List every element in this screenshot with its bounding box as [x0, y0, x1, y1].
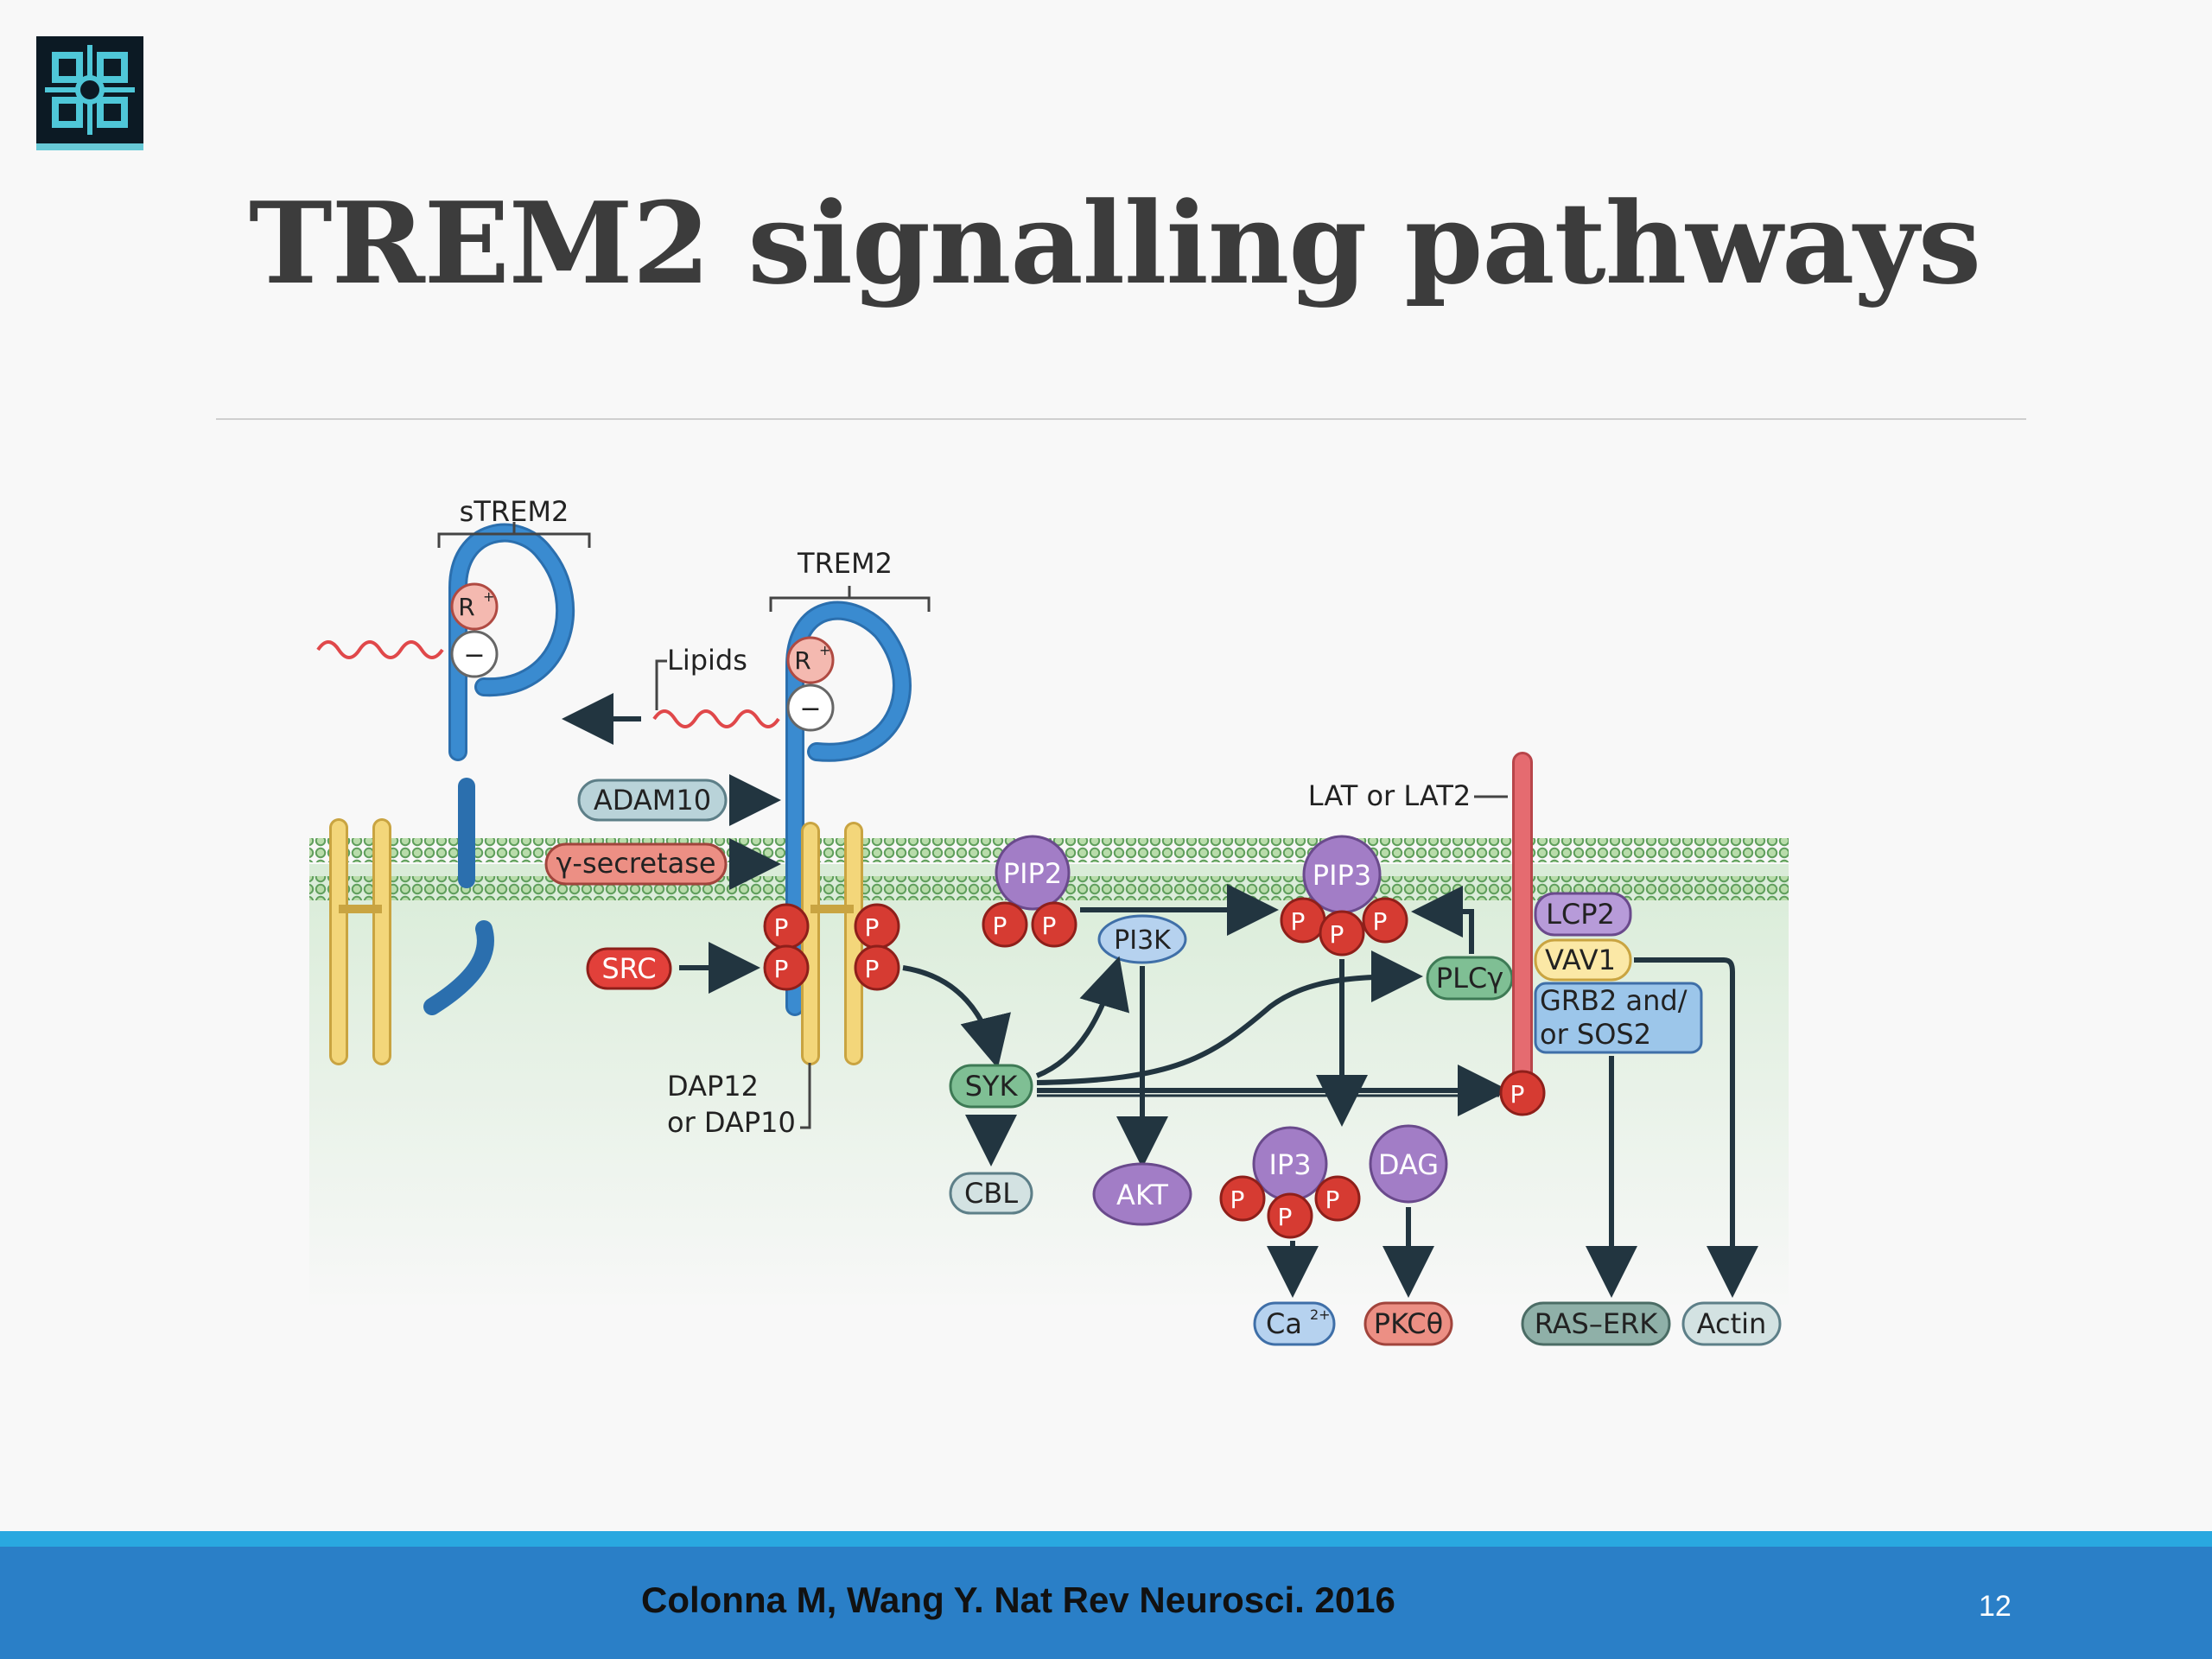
lat-label: LAT or LAT2: [1308, 779, 1471, 812]
grb2-label: GRB2 and/: [1540, 984, 1688, 1017]
strem2-receptor: [316, 522, 591, 1015]
phosphate-label: P: [1278, 1203, 1293, 1231]
pip2-node: [982, 835, 1077, 948]
src-label: SRC: [601, 952, 656, 985]
actin-node: [1681, 1301, 1782, 1346]
vav1-node: [1534, 938, 1632, 982]
pkc-label: PKCθ: [1374, 1307, 1443, 1340]
ip3-node: [1219, 1126, 1361, 1239]
adam10-node: [577, 779, 728, 822]
cbl-node: [949, 1172, 1033, 1215]
dap12-label: DAP12: [667, 1070, 759, 1103]
ca-charge: 2+: [1310, 1306, 1331, 1323]
phosphate-label: P: [1291, 907, 1306, 936]
dap-to-syk-arrow: [902, 965, 1011, 1069]
plcg-label: PLCγ: [1436, 962, 1503, 995]
citation: Colonna M, Wang Y. Nat Rev Neurosci. 201…: [641, 1580, 1395, 1620]
ca-label: Ca: [1266, 1307, 1302, 1340]
pkc-node: [1363, 1301, 1453, 1346]
plcg-to-pip3-arrow: [1411, 886, 1474, 954]
phosphate-label: P: [865, 955, 880, 983]
phosphate-label: P: [865, 913, 880, 942]
phosphate-label: P: [993, 912, 1007, 940]
syk-node: [949, 1064, 1033, 1109]
lcp2-label: LCP2: [1546, 898, 1615, 931]
sos2-label: or SOS2: [1540, 1018, 1651, 1051]
dap-phosphates: [763, 903, 900, 991]
ras-erk-node: [1521, 1301, 1671, 1346]
gamma-secretase-label: γ-secretase: [556, 847, 715, 880]
lcp2-node: [1534, 892, 1632, 937]
left-dap12-dimer: [329, 818, 391, 1065]
gamma-secretase-node: [544, 842, 728, 886]
trem2-minus: −: [799, 694, 821, 724]
pip3-label: PIP3: [1313, 859, 1371, 892]
strem2-minus: −: [463, 640, 485, 671]
syk-to-plcg-arrow: [1036, 950, 1423, 1085]
akt-node: [1092, 1162, 1192, 1226]
footer-bar: [0, 1547, 2212, 1659]
phosphate-label: P: [1325, 1185, 1340, 1214]
crest-logo-icon: [36, 36, 143, 150]
pi3k-label: PI3K: [1114, 925, 1172, 956]
phosphate-label: P: [1510, 1080, 1525, 1109]
ras-erk-label: RAS–ERK: [1535, 1307, 1659, 1340]
pip2-label: PIP2: [1003, 857, 1062, 890]
pi3k-node: [1097, 914, 1187, 964]
syk-to-pi3k-arrow: [1035, 956, 1130, 1078]
phosphate-label: P: [1330, 920, 1344, 949]
trem2-r-plus: +: [819, 642, 830, 658]
title-divider: [216, 418, 2026, 420]
phosphate-label: P: [1230, 1185, 1245, 1214]
phosphate-label: P: [1373, 907, 1388, 936]
src-node: [586, 947, 672, 990]
vav1-label: VAV1: [1545, 944, 1616, 976]
phosphate-label: P: [774, 913, 789, 942]
page-number: 12: [1979, 1590, 2012, 1623]
trem2-label: TREM2: [797, 547, 893, 580]
dap10-label: or DAP10: [667, 1106, 796, 1139]
adam10-label: ADAM10: [594, 784, 711, 817]
ca-node: [1253, 1301, 1336, 1346]
trem2-pathway-diagram: sTREM2 R + − TREM2 Lipids R + −: [309, 495, 1789, 1346]
akt-label: AKT: [1116, 1179, 1168, 1211]
dag-node: [1369, 1124, 1448, 1204]
syk-label: SYK: [965, 1070, 1019, 1103]
cbl-label: CBL: [964, 1177, 1018, 1210]
phosphate-label: P: [1042, 912, 1057, 940]
actin-label: Actin: [1697, 1307, 1767, 1340]
slide-title: TREM2 signalling pathways: [248, 177, 1981, 309]
grb2-sos2-node: [1534, 982, 1703, 1054]
trem2-receptor: [652, 586, 931, 1016]
footer-accent-strip: [0, 1531, 2212, 1547]
pip3-node: [1280, 835, 1408, 957]
phosphate-label: P: [774, 955, 789, 983]
dag-label: DAG: [1378, 1148, 1439, 1181]
strem2-r-label: R: [458, 593, 474, 621]
strem2-label: sTREM2: [460, 495, 569, 528]
ip3-label: IP3: [1268, 1148, 1311, 1181]
trem2-r-label: R: [794, 646, 810, 675]
strem2-r-plus: +: [483, 588, 494, 605]
lipids-label: Lipids: [667, 644, 747, 677]
vav1-to-actin-arrow: [1634, 957, 1758, 1298]
lat-phosphate: [1499, 1070, 1546, 1116]
dap12-dimer: [800, 822, 863, 1129]
